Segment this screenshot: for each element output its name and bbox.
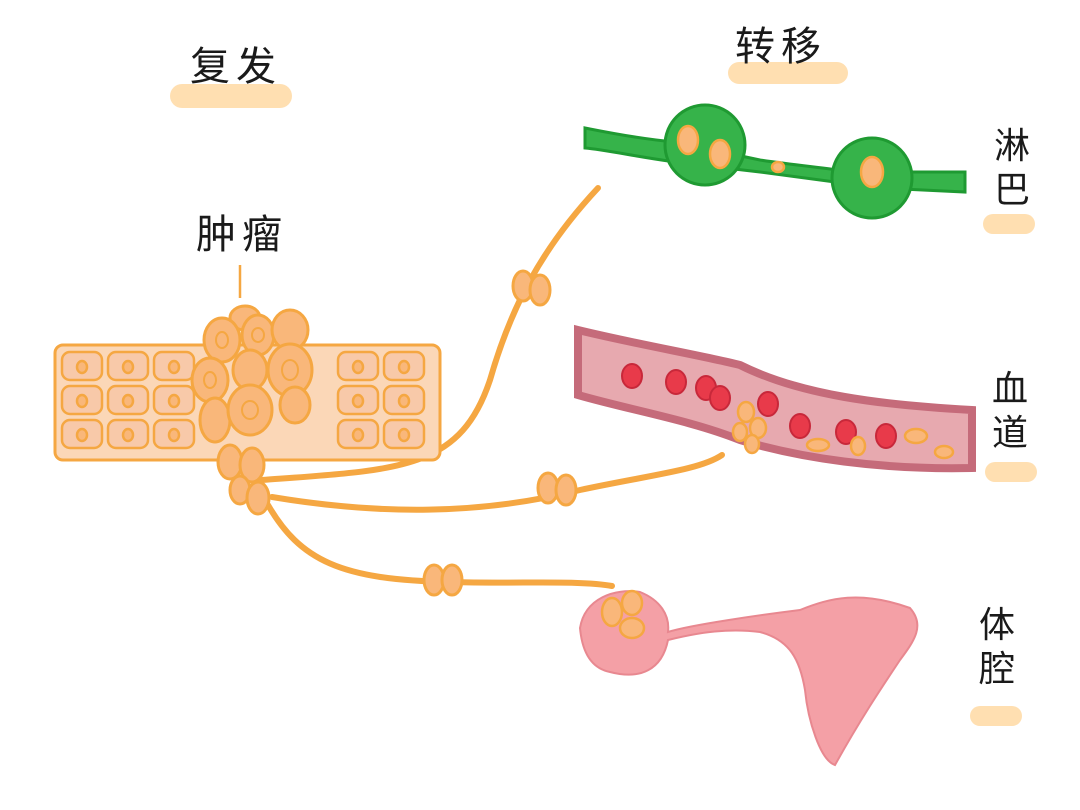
red-blood-cell	[709, 385, 731, 411]
lymph-label: 淋巴	[993, 126, 1030, 211]
red-blood-cell	[757, 391, 779, 417]
blood-vessel	[574, 324, 976, 473]
cell-nucleus	[167, 359, 181, 375]
path-to-lymph	[259, 185, 601, 483]
cell-nucleus	[167, 393, 181, 409]
cell-nucleus	[351, 393, 365, 409]
red-blood-cell	[789, 413, 811, 439]
lymph-vessel	[583, 103, 967, 220]
body-cavity-organ	[578, 589, 919, 767]
metastasis-label: 转移	[735, 24, 827, 70]
cavity-highlight	[970, 706, 1022, 726]
cell-nucleus	[75, 359, 89, 375]
red-blood-cell	[665, 369, 687, 395]
cell-nucleus	[121, 359, 135, 375]
cell-nucleus	[351, 359, 365, 375]
blood-highlight	[985, 462, 1037, 482]
lymph-node-1	[663, 103, 747, 187]
cell-nucleus	[397, 393, 411, 409]
cavity-label: 体腔	[978, 605, 1015, 690]
cell-nucleus	[397, 359, 411, 375]
cell-nucleus	[75, 393, 89, 409]
cell-nucleus	[397, 427, 411, 443]
path-to-blood	[269, 452, 725, 513]
red-blood-cell	[875, 423, 897, 449]
cell-nucleus	[167, 427, 181, 443]
cell-nucleus	[121, 393, 135, 409]
recurrence-highlight	[170, 84, 292, 108]
recurrence-label: 复发	[190, 44, 282, 90]
tumor-nuclei	[203, 327, 299, 420]
cell-nucleus	[75, 427, 89, 443]
red-blood-cell	[621, 363, 643, 389]
tumor-mass	[190, 304, 314, 516]
metastasis-highlight	[728, 62, 848, 84]
migrating-cells	[422, 269, 578, 597]
tumor-label: 肿瘤	[196, 212, 288, 258]
red-blood-cell	[835, 419, 857, 445]
cell-nucleus	[121, 427, 135, 443]
blood-label: 血道	[991, 369, 1028, 454]
cell-nucleus	[351, 427, 365, 443]
lymph-highlight	[983, 214, 1035, 234]
